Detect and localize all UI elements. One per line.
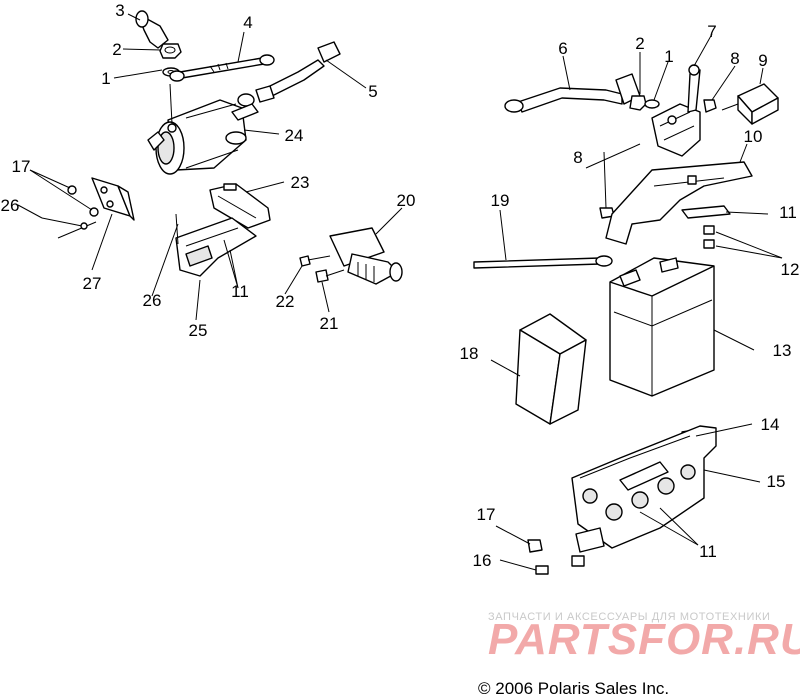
nut <box>703 99 717 113</box>
watermark-logo: PARTSFOR.RU <box>488 615 800 664</box>
battery <box>609 257 715 397</box>
washer <box>644 99 660 109</box>
nut <box>599 151 615 219</box>
starter-solenoid <box>651 64 701 157</box>
starter-cable <box>237 41 341 107</box>
callout-numbers: 3 4 2 1 5 24 17 26 27 26 25 11 23 20 22 … <box>1 1 800 570</box>
pad <box>681 205 731 219</box>
callout-14: 14 <box>761 415 780 434</box>
callout-19: 19 <box>491 191 510 210</box>
nut <box>527 539 543 553</box>
callout-16: 16 <box>473 551 492 570</box>
callout-7: 7 <box>707 22 716 41</box>
callout-26: 26 <box>143 291 162 310</box>
callout-22: 22 <box>276 292 295 311</box>
callout-2: 2 <box>635 34 644 53</box>
screw <box>703 225 715 249</box>
callout-17: 17 <box>12 157 31 176</box>
callout-2: 2 <box>112 40 121 59</box>
terminal-boot <box>135 10 169 49</box>
callout-27: 27 <box>83 274 102 293</box>
callout-15: 15 <box>767 472 786 491</box>
battery-tray <box>571 425 717 553</box>
screw <box>175 213 179 245</box>
callout-25: 25 <box>189 321 208 340</box>
callout-17: 17 <box>477 505 496 524</box>
bolt <box>535 555 585 575</box>
callout-11: 11 <box>699 542 717 561</box>
callout-6: 6 <box>558 39 567 58</box>
nut <box>629 95 647 111</box>
mount-plate <box>175 217 257 277</box>
callout-11: 11 <box>231 282 249 301</box>
callout-8: 8 <box>730 49 739 68</box>
starter-drive <box>329 227 403 285</box>
callout-9: 9 <box>758 51 767 70</box>
callout-21: 21 <box>320 314 339 333</box>
copyright: © 2006 Polaris Sales Inc. <box>478 679 669 698</box>
battery-pad <box>515 313 587 425</box>
callout-12: 12 <box>781 260 800 279</box>
relay <box>721 83 779 125</box>
bolt <box>41 217 97 239</box>
callout-24: 24 <box>285 126 304 145</box>
callout-13: 13 <box>773 341 792 360</box>
callout-23: 23 <box>291 173 310 192</box>
starter-bracket <box>91 177 135 221</box>
callout-26: 26 <box>1 196 20 215</box>
callout-1: 1 <box>101 69 110 88</box>
starter-motor <box>147 83 259 175</box>
callout-5: 5 <box>368 82 377 101</box>
battery-cable <box>473 255 613 269</box>
solenoid-cable <box>504 73 641 113</box>
nut <box>159 43 182 59</box>
callout-1: 1 <box>664 47 673 66</box>
callout-3: 3 <box>115 1 124 20</box>
callout-4: 4 <box>243 13 252 32</box>
screw <box>315 269 345 283</box>
strap <box>209 183 271 229</box>
callout-18: 18 <box>460 344 479 363</box>
screw <box>299 255 331 267</box>
ground-cable <box>169 54 275 82</box>
leader-lines <box>17 13 783 571</box>
callout-11: 11 <box>779 203 797 222</box>
callout-20: 20 <box>397 191 416 210</box>
watermark-tagline: ЗАПЧАСТИ И АКСЕССУАРЫ ДЛЯ МОТОТЕХНИКИ <box>488 611 770 623</box>
solenoid-bracket <box>605 161 753 245</box>
callout-10: 10 <box>744 127 763 146</box>
callout-8: 8 <box>573 148 582 167</box>
